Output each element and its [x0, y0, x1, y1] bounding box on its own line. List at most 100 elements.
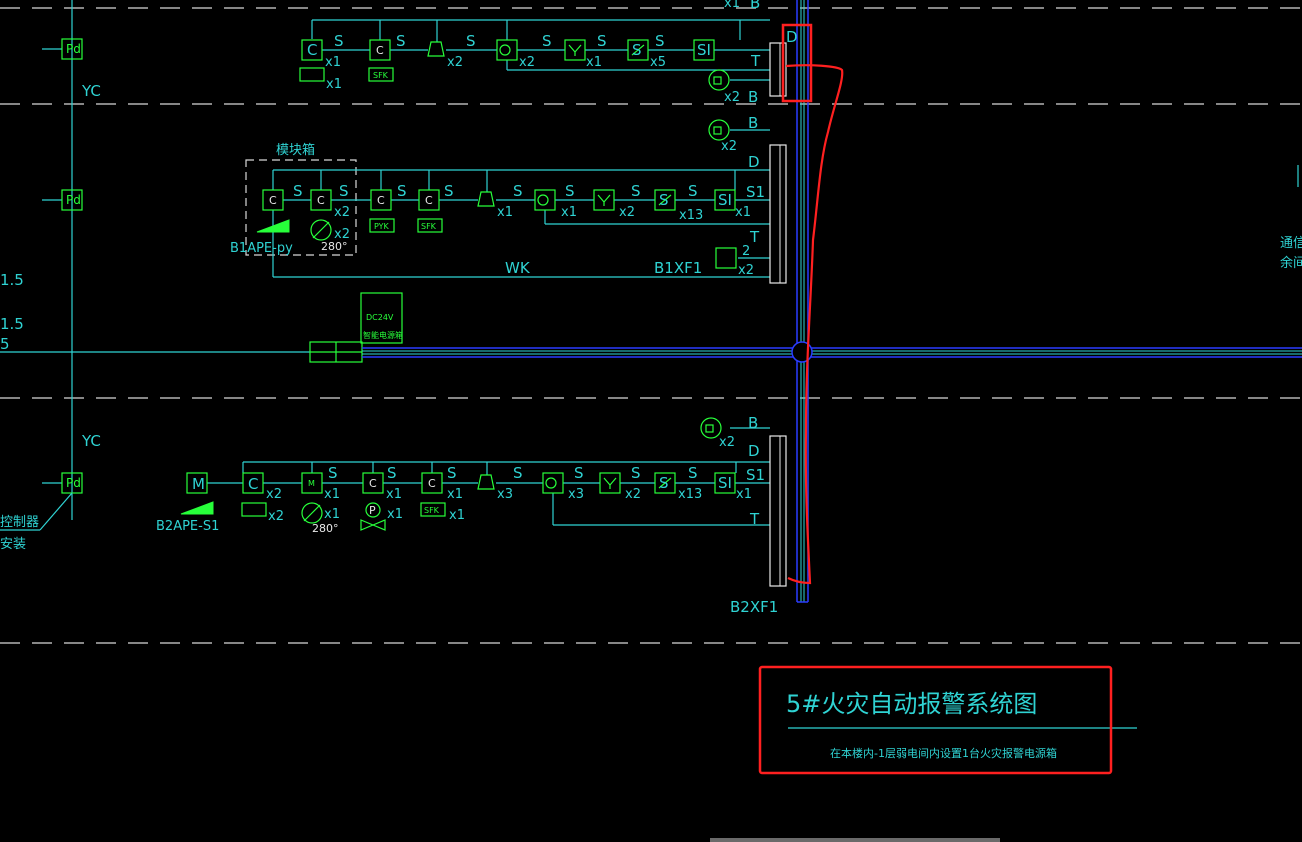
row3-speaker-count: x2 [719, 435, 735, 450]
row1-sub-label: SFK [373, 71, 389, 80]
row2-bus-label-t: T [749, 228, 760, 246]
left-number-2: 1.5 [0, 315, 24, 333]
row1-symbol-7: S [632, 41, 642, 59]
diagram-title: 5#火灾自动报警系统图 [786, 690, 1037, 718]
row3-valve-label: P [369, 504, 376, 517]
yc-label-2: YC [81, 432, 101, 450]
pd-label-3: Pd [66, 476, 81, 490]
row2-bus-label-2: 2 [742, 244, 750, 259]
row3-circuit [180, 417, 787, 587]
row1-bus-label-t: T [750, 52, 761, 70]
module-s-2: S [339, 182, 349, 200]
power-box [360, 292, 403, 344]
row2-count-5: x1 [735, 205, 751, 220]
row2-count-4: x13 [679, 208, 703, 223]
row1-s-3: S [466, 32, 476, 50]
row3-device-name: B2APE-S1 [156, 519, 219, 534]
row3-panel-name: B2XF1 [730, 598, 778, 616]
row3-count-13: x1 [736, 487, 752, 502]
row3-bus-label-s1: S1 [746, 466, 765, 484]
module-symbol-2: C [317, 194, 325, 207]
row2-symbol-1: C [377, 194, 385, 207]
row2-circuit [245, 119, 787, 284]
power-box-line1: DC24V [366, 313, 394, 322]
row3-s-2: S [387, 464, 397, 482]
row2-s-5: S [631, 182, 641, 200]
row3-temp-label: 280° [312, 522, 339, 535]
row3-count-6: x1 [387, 507, 403, 522]
row1-circuit [299, 19, 787, 97]
right-riser-bus [791, 0, 813, 603]
row2-symbol-2: C [425, 194, 433, 207]
power-box-line2: 智能电源箱 [363, 330, 403, 340]
row2-phone-count: x2 [738, 263, 754, 278]
row1-top-count: x1 [724, 0, 740, 11]
module-symbol-1: C [269, 194, 277, 207]
row2-bus-label-b: B [748, 114, 758, 132]
row3-symbol-2: M [308, 479, 315, 488]
row2-speaker-count: x2 [721, 139, 737, 154]
row3-count-2: x2 [268, 509, 284, 524]
row3-count-3: x1 [324, 487, 340, 502]
row3-count-10: x3 [568, 487, 584, 502]
row3-count-5: x1 [386, 487, 402, 502]
right-edge-text-1: 通信 [1280, 236, 1302, 251]
row3-count-1: x2 [266, 487, 282, 502]
left-note-line2: 安装 [0, 537, 26, 552]
row2-s-3: S [513, 182, 523, 200]
row2-symbol-7: SI [718, 191, 732, 209]
row2-wk-label: WK [505, 259, 531, 277]
row2-s-2: S [444, 182, 454, 200]
row3-s-4: S [513, 464, 523, 482]
row2-count-2: x1 [561, 205, 577, 220]
floor-divider-lines [0, 7, 1302, 644]
row3-symbol-10: SI [718, 474, 732, 492]
diagram-note: 在本楼内-1层弱电间内设置1台火灾报警电源箱 [830, 746, 1057, 760]
row1-speaker-count: x2 [724, 90, 740, 105]
row1-bus-label-bottom: B [748, 88, 758, 106]
left-number-3: 5 [0, 335, 10, 353]
row2-s-6: S [688, 182, 698, 200]
row3-count-4: x1 [324, 507, 340, 522]
module-box-title: 模块箱 [276, 142, 315, 158]
row3-symbol-9: S [659, 474, 669, 492]
row3-s-5: S [574, 464, 584, 482]
row3-m-symbol: M [192, 475, 205, 493]
row1-bus-label-d: D [786, 28, 798, 46]
red-markup [758, 23, 1113, 775]
row2-s-1: S [397, 182, 407, 200]
row3-bus-label-t: T [749, 510, 760, 528]
left-note-line1: 控制器 [0, 515, 39, 530]
pd-label-1: Pd [66, 42, 81, 56]
row1-symbol-2: C [376, 44, 384, 57]
row3-symbol-1: C [248, 475, 258, 493]
row1-count-2: x1 [326, 77, 342, 92]
row3-count-9: x3 [497, 487, 513, 502]
row3-count-8: x1 [449, 508, 465, 523]
row3-symbol-3: C [369, 477, 377, 490]
row2-symbol-6: S [659, 191, 669, 209]
row2-sub-label-2: SFK [421, 222, 437, 231]
row1-s-6: S [655, 32, 665, 50]
left-riser [0, 0, 83, 531]
module-device-name: B1APE-py [230, 241, 293, 256]
row1-bus-label-top: B [750, 0, 760, 12]
row1-symbol-1: C [307, 41, 317, 59]
row2-bus-label-d: D [748, 153, 760, 171]
row2-sub-label-1: PYK [374, 222, 390, 231]
row3-bus-label-b: B [748, 414, 758, 432]
row1-s-1: S [334, 32, 344, 50]
right-edge-text-2: 余间 [1280, 255, 1302, 271]
row3-sub-label: SFK [424, 506, 440, 515]
horizontal-scrollbar-thumb[interactable] [710, 838, 1000, 842]
row3-s-1: S [328, 464, 338, 482]
module-bottom-count: x2 [334, 227, 350, 242]
row1-s-4: S [542, 32, 552, 50]
row3-s-3: S [447, 464, 457, 482]
row2-temp-label: 280° [321, 240, 348, 253]
row2-bus-label-s1: S1 [746, 183, 765, 201]
row3-symbol-4: C [428, 477, 436, 490]
row3-s-6: S [631, 464, 641, 482]
row1-count-6: x5 [650, 55, 666, 70]
row1-count-5: x1 [586, 55, 602, 70]
